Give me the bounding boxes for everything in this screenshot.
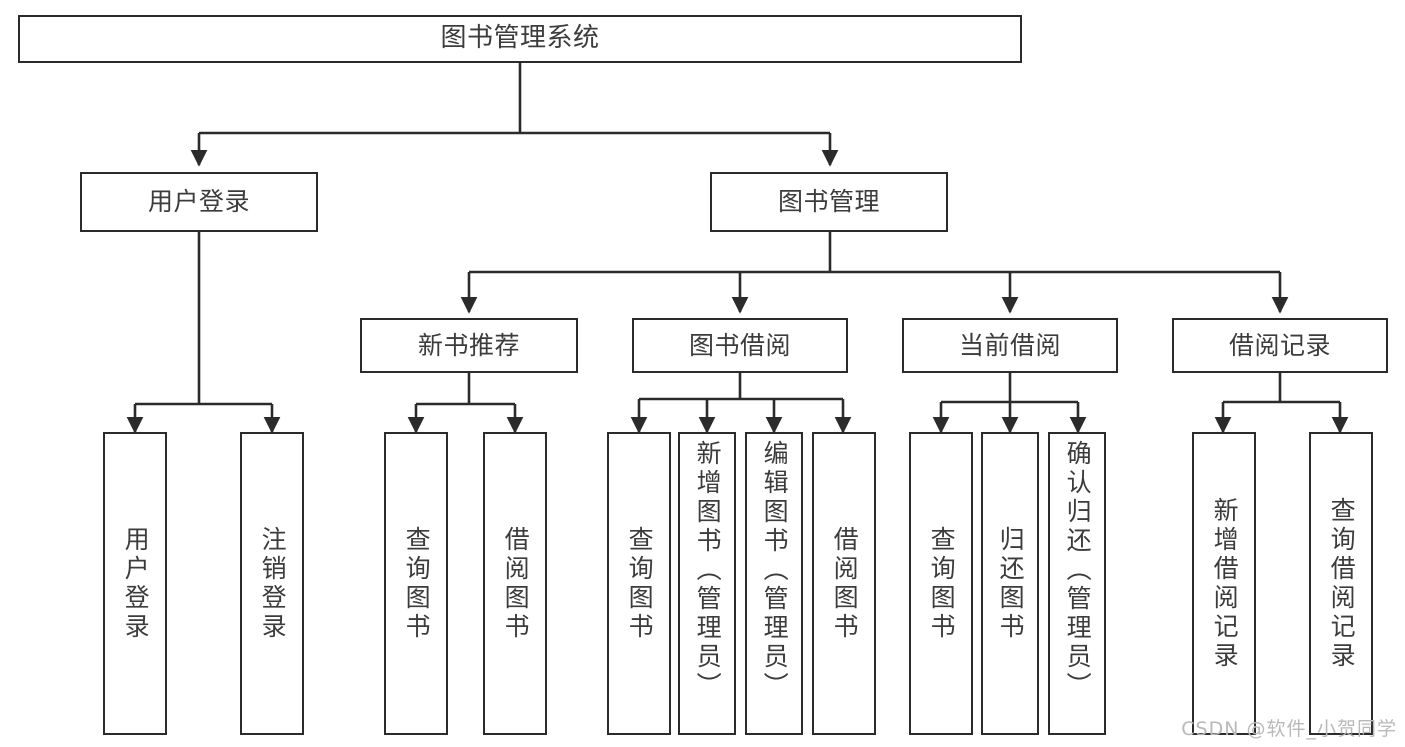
- node-label: 用户登录: [147, 187, 250, 216]
- node-leaf-query-book-2[interactable]: 查询图书: [607, 432, 671, 735]
- node-label: 查询借阅记录: [1327, 496, 1357, 671]
- node-leaf-user-login[interactable]: 用户登录: [103, 432, 167, 735]
- node-current-borrow[interactable]: 当前借阅: [902, 318, 1118, 373]
- node-label: 借阅记录: [1228, 330, 1331, 360]
- node-leaf-edit-book[interactable]: 编辑图书（管理员）: [745, 432, 803, 735]
- node-leaf-query-book-3[interactable]: 查询图书: [909, 432, 973, 735]
- node-label: 当前借阅: [958, 330, 1061, 360]
- node-label: 图书借阅: [688, 330, 791, 360]
- node-book-borrow[interactable]: 图书借阅: [632, 318, 848, 373]
- node-root-system[interactable]: 图书管理系统: [18, 15, 1022, 63]
- node-leaf-query-book-1[interactable]: 查询图书: [384, 432, 448, 735]
- node-label: 新书推荐: [417, 330, 520, 360]
- node-label: 确认归还（管理员）: [1063, 440, 1093, 701]
- node-label: 归还图书: [996, 525, 1026, 642]
- node-label: 借阅图书: [830, 525, 860, 642]
- node-leaf-confirm-return[interactable]: 确认归还（管理员）: [1048, 432, 1106, 735]
- node-user-login[interactable]: 用户登录: [80, 172, 318, 232]
- node-leaf-logout-login[interactable]: 注销登录: [240, 432, 304, 735]
- node-leaf-query-record[interactable]: 查询借阅记录: [1309, 432, 1373, 735]
- node-label: 新增借阅记录: [1210, 496, 1240, 671]
- node-leaf-add-book[interactable]: 新增图书（管理员）: [678, 432, 736, 735]
- csdn-watermark: CSDN @软件_小贺同学: [1181, 718, 1397, 740]
- node-borrow-record[interactable]: 借阅记录: [1172, 318, 1388, 373]
- node-label: 图书管理: [777, 187, 880, 216]
- node-label: 注销登录: [258, 525, 288, 642]
- node-label: 编辑图书（管理员）: [760, 440, 790, 701]
- node-leaf-borrow-book-1[interactable]: 借阅图书: [483, 432, 547, 735]
- node-book-management[interactable]: 图书管理: [710, 172, 948, 232]
- node-leaf-return-book[interactable]: 归还图书: [981, 432, 1039, 735]
- node-label: 借阅图书: [501, 525, 531, 642]
- node-leaf-add-record[interactable]: 新增借阅记录: [1192, 432, 1256, 735]
- node-label: 新增图书（管理员）: [693, 440, 723, 701]
- node-new-book-recommend[interactable]: 新书推荐: [360, 318, 578, 373]
- node-label: 查询图书: [927, 525, 957, 642]
- node-label: 图书管理系统: [440, 23, 600, 54]
- node-leaf-borrow-book-2[interactable]: 借阅图书: [812, 432, 876, 735]
- node-label: 用户登录: [121, 525, 151, 642]
- node-label: 查询图书: [402, 525, 432, 642]
- node-label: 查询图书: [625, 525, 655, 642]
